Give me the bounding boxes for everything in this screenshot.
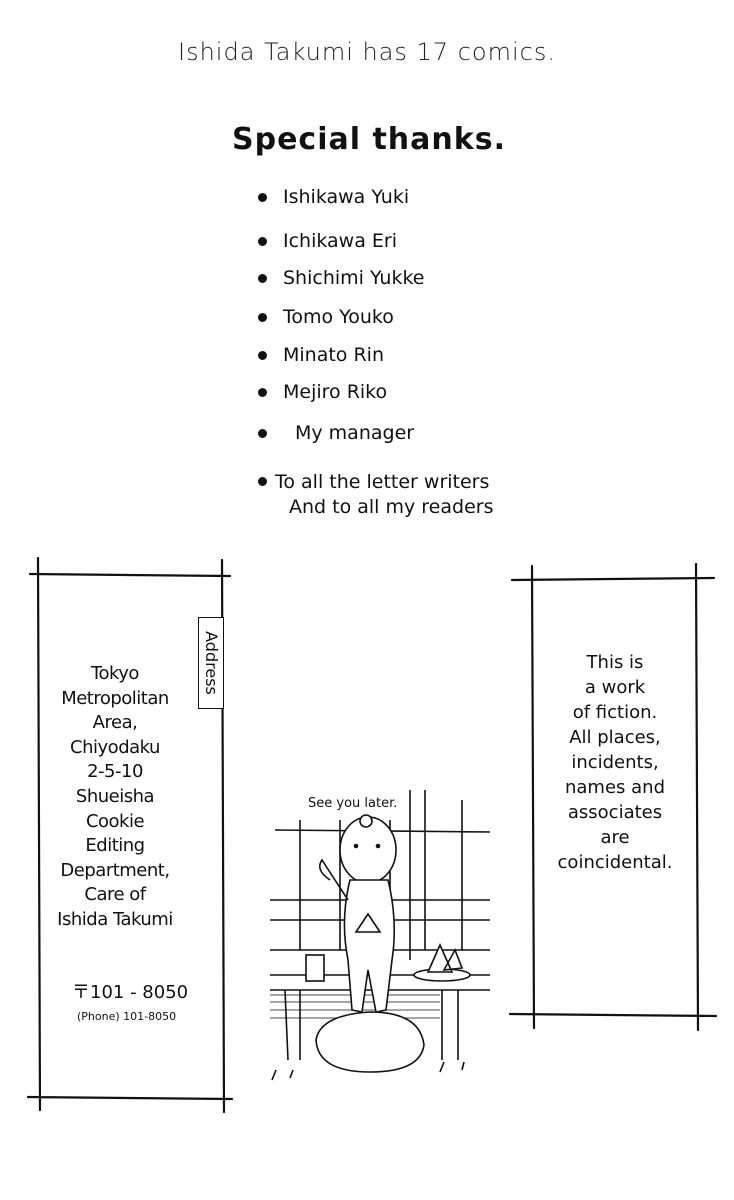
phone-number: (Phone) 101-8050 [77, 1010, 177, 1023]
address-line: Editing [85, 835, 145, 857]
disclaimer-line: incidents, [571, 752, 659, 773]
address-line: Department, [60, 859, 170, 881]
bullet-icon [258, 351, 267, 360]
comic-count-text: Ishida Takumi has 17 comics. [178, 38, 556, 66]
disclaimer-line: coincidental. [557, 852, 673, 873]
address-text: Tokyo Metropolitan Area, Chiyodaku 2-5-1… [42, 662, 188, 933]
bullet-icon [258, 274, 267, 283]
postal-code: 〒101 - 8050 [72, 982, 189, 1003]
thanks-name: My manager [295, 422, 415, 444]
address-panel-frame [26, 556, 234, 1114]
bullet-icon [258, 388, 267, 397]
thanks-name: Minato Rin [283, 344, 384, 366]
address-line: Metropolitan [61, 687, 169, 709]
bullet-icon [258, 193, 267, 202]
thanks-name: Ishikawa Yuki [283, 186, 410, 208]
disclaimer-line: of fiction. [572, 702, 658, 723]
thanks-name: Shichimi Yukke [283, 267, 425, 289]
thanks-name: Mejiro Riko [283, 381, 388, 403]
address-line: Cookie [85, 810, 145, 832]
thanks-item: My manager [258, 422, 414, 444]
address-line: Tokyo [91, 663, 139, 684]
address-line: Shueisha [75, 785, 155, 807]
disclaimer-line: associates [567, 802, 663, 823]
special-thanks-title: Special thanks. [232, 122, 506, 157]
thanks-item: Ichikawa Eri [258, 230, 397, 252]
thanks-item: Shichimi Yukke [258, 267, 424, 289]
address-line: Chiyodaku [70, 736, 160, 758]
thanks-item: Tomo Youko [258, 306, 394, 328]
bullet-icon [258, 313, 267, 322]
disclaimer-line: This is [586, 652, 644, 673]
disclaimer-line: are [600, 827, 630, 848]
bullet-icon [258, 237, 267, 246]
bullet-icon [258, 429, 267, 438]
thanks-line: And to all my readers [289, 496, 494, 518]
address-tag-label: Address [202, 631, 221, 695]
thanks-line: To all the letter writers [275, 471, 490, 493]
illustration-caption: See you later. [308, 796, 398, 811]
address-line: Area, [92, 712, 138, 734]
disclaimer-line: a work [584, 677, 646, 698]
address-line: Ishida Takumi [57, 908, 173, 930]
address-line: 2-5-10 [87, 761, 143, 783]
thanks-name: Tomo Youko [283, 306, 394, 328]
bullet-icon [258, 477, 267, 486]
thanks-item: Mejiro Riko [258, 381, 387, 403]
disclaimer-line: names and [564, 777, 665, 798]
address-tag: Address [198, 617, 224, 709]
thanks-item: Minato Rin [258, 344, 384, 366]
fiction-panel-frame [508, 562, 718, 1032]
illustration [270, 790, 491, 1081]
fiction-disclaimer: This is a work of fiction. All places, i… [540, 650, 690, 875]
thanks-item: Ishikawa Yuki [258, 186, 409, 208]
address-line: Care of [84, 884, 146, 906]
thanks-name: Ichikawa Eri [283, 230, 397, 252]
disclaimer-line: All places, [569, 727, 661, 748]
